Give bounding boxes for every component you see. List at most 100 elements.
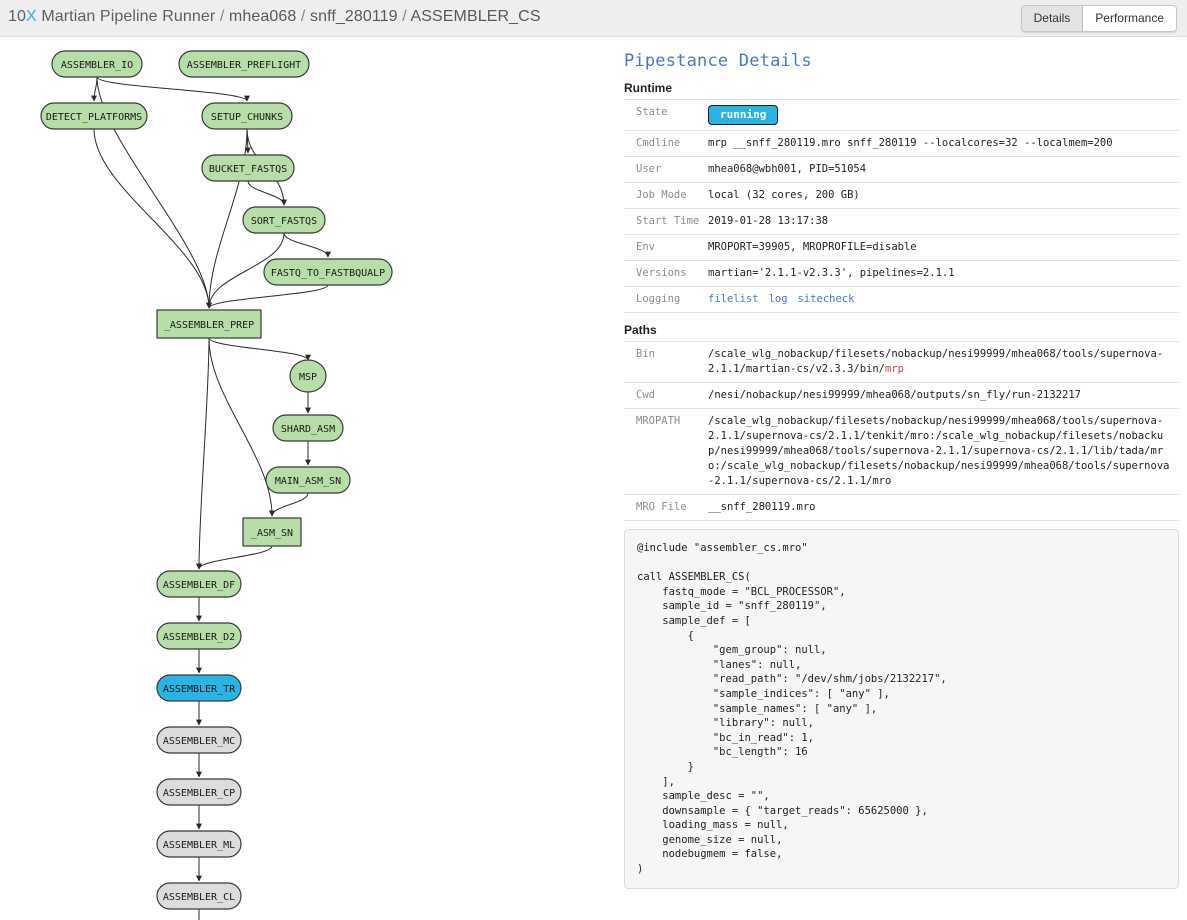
breadcrumb-sep-2: / (296, 8, 310, 25)
table-row: Logging filelist log sitecheck (624, 286, 1179, 313)
path-key: MRO File (624, 494, 704, 521)
graph-node-shard_asm[interactable]: SHARD_ASM (272, 414, 344, 442)
runtime-value: 2019-01-28 13:17:38 (704, 208, 1179, 235)
pipeline-graph[interactable]: ASSEMBLER_IO ASSEMBLER_PREFLIGHT DETECT_PL… (0, 37, 610, 920)
node-label: SORT_FASTQS (251, 216, 317, 227)
node-shape (201, 154, 295, 182)
path-value: /scale_wlg_nobackup/filesets/nobackup/ne… (704, 341, 1179, 383)
brand-x: X (26, 8, 37, 25)
graph-node-setup_chunks[interactable]: SETUP_CHUNKS (201, 102, 293, 130)
brand-rest: Martian Pipeline Runner (36, 8, 216, 25)
breadcrumb-sep-3: / (397, 8, 411, 25)
table-row: MRO File__snff_280119.mro (624, 494, 1179, 521)
node-label: SHARD_ASM (281, 424, 335, 435)
node-shape (156, 570, 242, 598)
graph-edge (206, 128, 248, 309)
runtime-key: Versions (624, 260, 704, 287)
node-shape (289, 359, 327, 393)
graph-node-assembler_mc[interactable]: ASSEMBLER_MC (156, 726, 242, 754)
node-label: ASSEMBLER_DF (163, 580, 235, 591)
runtime-value: mrp __snff_280119.mro snff_280119 --loca… (704, 130, 1179, 157)
graph-node-asm_sn[interactable]: _ASM_SN (242, 517, 302, 547)
graph-node-fastq_to_fastbqualp[interactable]: FASTQ_TO_FASTBQUALP (263, 258, 393, 286)
node-label: BUCKET_FASTQS (209, 164, 287, 175)
logging-link-log[interactable]: log (768, 293, 788, 305)
path-value: __snff_280119.mro (704, 494, 1179, 521)
graph-node-layer: ASSEMBLER_IO ASSEMBLER_PREFLIGHT DETECT_PL… (40, 50, 393, 910)
graph-node-assembler_cl[interactable]: ASSEMBLER_CL (156, 882, 242, 910)
graph-node-assembler_df[interactable]: ASSEMBLER_DF (156, 570, 242, 598)
node-label: ASSEMBLER_MC (163, 736, 235, 747)
breadcrumb-pipeline: ASSEMBLER_CS (410, 8, 541, 25)
node-label: FASTQ_TO_FASTBQUALP (271, 268, 385, 279)
node-label: ASSEMBLER_ML (163, 840, 235, 851)
node-shape (156, 622, 242, 650)
node-shape (242, 517, 302, 547)
graph-node-assembler_preflight[interactable]: ASSEMBLER_PREFLIGHT (178, 50, 310, 78)
node-shape (156, 778, 242, 806)
runtime-value: martian='2.1.1-v2.3.3', pipelines=2.1.1 (704, 260, 1179, 287)
node-shape (156, 882, 242, 910)
section-heading-paths: Paths (624, 323, 657, 337)
graph-node-assembler_ml[interactable]: ASSEMBLER_ML (156, 830, 242, 858)
graph-edge (93, 128, 212, 309)
graph-node-assembler_d2[interactable]: ASSEMBLER_D2 (156, 622, 242, 650)
graph-node-main_asm_sn[interactable]: MAIN_ASM_SN (265, 466, 351, 494)
graph-edge (247, 180, 287, 206)
graph-edge (96, 76, 250, 102)
breadcrumb-user: mhea068 (228, 8, 297, 25)
node-label: ASSEMBLER_CL (163, 892, 235, 903)
graph-node-bucket_fastqs[interactable]: BUCKET_FASTQS (201, 154, 295, 182)
logging-link-filelist[interactable]: filelist (708, 293, 759, 305)
paths-table: Bin/scale_wlg_nobackup/filesets/nobackup… (624, 341, 1179, 521)
pipeline-graph-panel[interactable]: ASSEMBLER_IO ASSEMBLER_PREFLIGHT DETECT_PL… (0, 37, 610, 920)
logging-link-sitecheck[interactable]: sitecheck (797, 293, 855, 305)
graph-node-assembler_io[interactable]: ASSEMBLER_IO (51, 50, 143, 78)
node-label: MAIN_ASM_SN (275, 476, 341, 487)
runtime-key: Start Time (624, 208, 704, 235)
mro-source-code: @include "assembler_cs.mro" call ASSEMBL… (624, 529, 1179, 889)
status-badge: running (708, 105, 779, 125)
path-key: Cwd (624, 382, 704, 409)
graph-node-assembler_cp[interactable]: ASSEMBLER_CP (156, 778, 242, 806)
node-shape (272, 414, 344, 442)
node-shape (156, 726, 242, 754)
graph-edge (96, 76, 212, 309)
node-label: ASSEMBLER_CP (163, 788, 235, 799)
graph-node-assembler_tr[interactable]: ASSEMBLER_TR (156, 674, 242, 702)
tab-details[interactable]: Details (1020, 5, 1084, 32)
graph-node-msp[interactable]: MSP (289, 359, 327, 393)
graph-node-assembler_prep[interactable]: _ASSEMBLER_PREP (156, 309, 262, 339)
tab-performance[interactable]: Performance (1083, 5, 1177, 32)
table-row: Bin/scale_wlg_nobackup/filesets/nobackup… (624, 341, 1179, 383)
node-shape (51, 50, 143, 78)
breadcrumb-sep-1: / (215, 8, 229, 25)
runtime-value: mhea068@wbh001, PID=51054 (704, 156, 1179, 183)
node-shape (156, 674, 242, 702)
table-row: Cwd/nesi/nobackup/nesi99999/mhea068/outp… (624, 382, 1179, 409)
path-binary-name: mrp (885, 363, 904, 375)
graph-edge (206, 284, 329, 309)
graph-edge (91, 76, 98, 102)
runtime-key: Logging (624, 286, 704, 313)
path-key: MROPATH (624, 408, 704, 495)
node-label: _ASM_SN (251, 528, 293, 539)
table-row: MROPATH/scale_wlg_nobackup/filesets/noba… (624, 408, 1179, 495)
view-toggle-group: Details Performance (1020, 5, 1177, 32)
path-value: /nesi/nobackup/nesi99999/mhea068/outputs… (704, 382, 1179, 409)
graph-node-sort_fastqs[interactable]: SORT_FASTQS (242, 206, 326, 234)
graph-node-detect_platforms[interactable]: DETECT_PLATFORMS (40, 102, 148, 130)
runtime-key: Cmdline (624, 130, 704, 157)
node-shape (265, 466, 351, 494)
node-shape (242, 206, 326, 234)
node-label: DETECT_PLATFORMS (46, 112, 142, 123)
graph-edge (206, 232, 285, 309)
graph-edge (283, 232, 331, 258)
runtime-value: filelist log sitecheck (704, 286, 1179, 313)
node-shape (40, 102, 148, 130)
